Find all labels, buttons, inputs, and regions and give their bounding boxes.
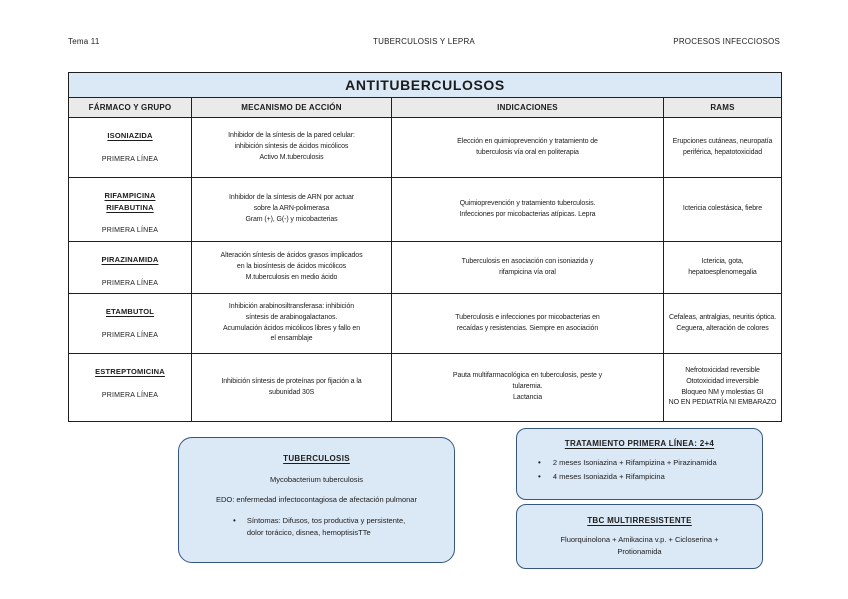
mechanism-cell: Inhibición arabinosiltransferasa: inhibi… — [191, 293, 391, 353]
rams-cell: Nefrotoxicidad reversible Ototoxicidad i… — [663, 353, 781, 421]
drug-name: ETAMBUTOL — [105, 307, 155, 316]
table-row: PIRAZINAMIDA PRIMERA LÍNEA Alteración sí… — [69, 241, 781, 293]
rams-cell: Erupciones cutáneas, neuropatía periféri… — [663, 117, 781, 177]
bullet-icon: • — [538, 458, 541, 467]
bullet-text: 2 meses Isoniazina + Rifampizina + Piraz… — [552, 458, 717, 467]
tema-label: Tema 11 — [68, 37, 100, 46]
rams-cell: Ictericia colestásica, fiebre — [663, 177, 781, 241]
mechanism-cell: Inhibidor de la síntesis de ARN por actu… — [191, 177, 391, 241]
tbc-note-text: Fluorquinolona + Amikacina v.p. + Ciclos… — [560, 535, 719, 556]
indications-cell: Quimioprevención y tratamiento tuberculo… — [391, 177, 663, 241]
tuberculosis-note-bullet-item: • Síntomas: Difusos, tos productiva y pe… — [233, 515, 405, 539]
drug-group: PRIMERA LÍNEA — [101, 155, 159, 163]
mechanism-cell: Alteración síntesis de ácidos grasos imp… — [191, 241, 391, 293]
tratamiento-bullet-list: • 2 meses Isoniazina + Rifampizina + Pir… — [538, 457, 762, 483]
tratamiento-note-title: TRATAMIENTO PRIMERA LÍNEA: 2+4 — [564, 439, 715, 448]
tratamiento-note-box: TRATAMIENTO PRIMERA LÍNEA: 2+4 • 2 meses… — [516, 428, 763, 500]
indications-cell: Tuberculosis en asociación con isoniazid… — [391, 241, 663, 293]
drug-group: PRIMERA LÍNEA — [101, 279, 159, 287]
bullet-icon: • — [233, 515, 236, 525]
table-row: ETAMBUTOL PRIMERA LÍNEA Inhibición arabi… — [69, 293, 781, 353]
column-header-rams: RAMS — [663, 97, 781, 117]
tratamiento-bullet-item: • 2 meses Isoniazina + Rifampizina + Pir… — [538, 457, 762, 468]
chapter-title: TUBERCULOSIS Y LEPRA — [373, 37, 475, 46]
table-row: ESTREPTOMICINA PRIMERA LÍNEA Inhibición … — [69, 353, 781, 421]
rams-cell: Ictericia, gota, hepatoesplenomegalia — [663, 241, 781, 293]
drug-cell: RIFAMPICINA RIFABUTINA PRIMERA LÍNEA — [69, 177, 191, 241]
bullet-icon: • — [538, 472, 541, 482]
antituberculosos-table: ANTITUBERCULOSOS FÁRMACO Y GRUPO MECANIS… — [68, 72, 782, 422]
drug-group: PRIMERA LÍNEA — [101, 227, 159, 235]
course-title: PROCESOS INFECCIOSOS — [673, 37, 780, 46]
column-header-indicaciones: INDICACIONES — [391, 97, 663, 117]
table-row: RIFAMPICINA RIFABUTINA PRIMERA LÍNEA Inh… — [69, 177, 781, 241]
drug-name: RIFAMPICINA RIFABUTINA — [104, 191, 156, 212]
tbc-multirresistente-note-box: TBC MULTIRRESISTENTE Fluorquinolona + Am… — [516, 504, 763, 569]
tbc-note-title: TBC MULTIRRESISTENTE — [587, 516, 692, 525]
drug-group: PRIMERA LÍNEA — [101, 331, 159, 339]
table-row: ISONIAZIDA PRIMERA LÍNEA Inhibidor de la… — [69, 117, 781, 177]
drug-group: PRIMERA LÍNEA — [101, 391, 159, 399]
drug-name: ESTREPTOMICINA — [95, 367, 165, 376]
tuberculosis-note-box: TUBERCULOSIS Mycobacterium tuberculosis … — [178, 437, 455, 563]
tuberculosis-note-title: TUBERCULOSIS — [283, 454, 350, 463]
tratamiento-bullet-item: • 4 meses Isoniazida + Rifampicina — [538, 471, 762, 482]
mechanism-cell: Inhibición síntesis de proteínas por fij… — [191, 353, 391, 421]
tuberculosis-note-line1: Mycobacterium tuberculosis — [270, 475, 363, 484]
table-header-row: FÁRMACO Y GRUPO MECANISMO DE ACCIÓN INDI… — [69, 97, 781, 117]
bullet-text: 4 meses Isoniazida + Rifampicina — [552, 472, 665, 482]
indications-cell: Tuberculosis e infecciones por micobacte… — [391, 293, 663, 353]
table-title: ANTITUBERCULOSOS — [69, 73, 781, 97]
drug-cell: PIRAZINAMIDA PRIMERA LÍNEA — [69, 241, 191, 293]
drug-cell: ISONIAZIDA PRIMERA LÍNEA — [69, 117, 191, 177]
mechanism-cell: Inhibidor de la síntesis de la pared cel… — [191, 117, 391, 177]
drug-cell: ETAMBUTOL PRIMERA LÍNEA — [69, 293, 191, 353]
running-header: Tema 11 TUBERCULOSIS Y LEPRA PROCESOS IN… — [68, 37, 780, 46]
column-header-farmaco: FÁRMACO Y GRUPO — [69, 97, 191, 117]
column-header-mecanismo: MECANISMO DE ACCIÓN — [191, 97, 391, 117]
tuberculosis-note-line2: EDO: enfermedad infectocontagiosa de afe… — [216, 495, 417, 505]
drug-name: ISONIAZIDA — [107, 131, 153, 140]
drug-name: PIRAZINAMIDA — [101, 255, 159, 264]
bullet-text: Síntomas: Difusos, tos productiva y pers… — [246, 515, 406, 537]
indications-cell: Pauta multifarmacológica en tuberculosis… — [391, 353, 663, 421]
rams-cell: Cefaleas, antralgias, neuritis óptica. C… — [663, 293, 781, 353]
indications-cell: Elección en quimioprevención y tratamien… — [391, 117, 663, 177]
drug-cell: ESTREPTOMICINA PRIMERA LÍNEA — [69, 353, 191, 421]
